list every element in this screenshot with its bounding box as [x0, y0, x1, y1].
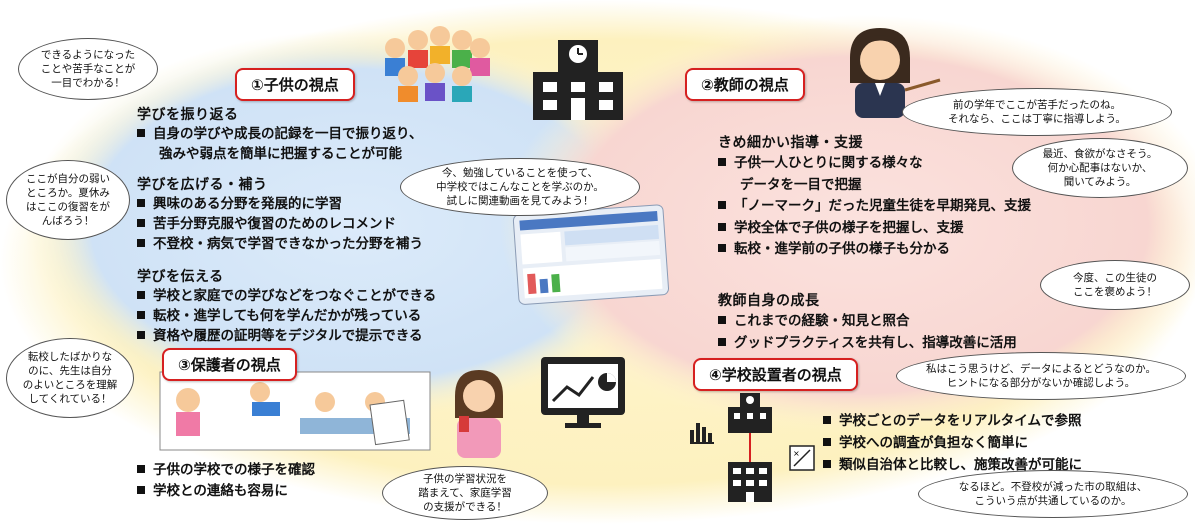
speech-bubble: 転校したばかりな のに、先生は自分 のよいところを理解 してくれている！: [6, 338, 134, 418]
speech-bubble: 私はこう思うけど、データによるとどうなのか。 ヒントになる部分がないか確認しよう…: [896, 352, 1186, 400]
teacher-view-title: ②教師の視点: [685, 68, 805, 101]
teacher-group-list: これまでの経験・知見と照合 グッドプラクティスを共有し、指導改善に活用: [718, 310, 1017, 354]
apartment-building-icon: [728, 462, 772, 502]
child-group-list: 興味のある分野を発展的に学習 苦手分野克服や復習のためのレコメンド 不登校・病気…: [137, 194, 423, 254]
list-item: 苦手分野克服や復習のためのレコメンド: [137, 214, 423, 234]
district-network-diagram: [690, 423, 714, 444]
list-item: 学校と家庭での学びなどをつなぐことができる: [137, 286, 436, 306]
speech-bubble: できるようになった ことや苦手なことが 一目でわかる！: [18, 38, 158, 100]
list-item: 学校との連絡も容易に: [137, 481, 315, 502]
list-item: グッドプラクティスを共有し、指導改善に活用: [718, 332, 1017, 354]
speech-bubble: 今、勉強していることを使って、 中学校ではこんなことを学ぶのか。 試しに関連動画…: [400, 158, 640, 216]
list-item: 学校への調査が負担なく簡単に: [823, 432, 1082, 454]
list-item: 「ノーマーク」だった児童生徒を早期発見、支援: [718, 196, 1031, 218]
list-item: 転校・進学しても何を学んだかが残っている: [137, 306, 436, 326]
child-view-title: ①子供の視点: [235, 68, 355, 101]
speech-bubble: 今度、この生徒の ここを褒めよう！: [1040, 260, 1190, 310]
child-group-list: 学校と家庭での学びなどをつなぐことができる 転校・進学しても何を学んだかが残って…: [137, 286, 436, 346]
speech-bubble: なるほど。不登校が減った市の取組は、 こういう点が共通しているのか。: [918, 470, 1188, 518]
speech-bubble: 前の学年でここが苦手だったのね。 それなら、ここは丁寧に指導しよう。: [902, 88, 1172, 136]
list-item: 興味のある分野を発展的に学習: [137, 194, 423, 214]
children-group-illustration: [385, 26, 490, 102]
school-building-icon: [533, 40, 623, 120]
list-item: 資格や履歴の証明等をデジタルで提示できる: [137, 326, 436, 346]
list-item: これまでの経験・知見と照合: [718, 310, 1017, 332]
speech-bubble: 子供の学習状況を 踏まえて、家庭学習 の支援ができる！: [382, 466, 548, 520]
teacher-illustration: [850, 28, 941, 118]
guardian-list: 子供の学校での様子を確認 学校との連絡も容易に: [137, 460, 315, 502]
speech-bubble: 最近、食欲がなさそう。 何か心配事はないか、 聞いてみよう。: [1012, 138, 1188, 198]
list-item: 学校全体で子供の様子を把握し、支援: [718, 218, 1031, 240]
child-group-heading: 学びを振り返る: [137, 107, 239, 123]
office-building-icon: [728, 393, 772, 433]
list-item: 子供の学校での様子を確認: [137, 460, 315, 481]
teacher-group-list: 子供一人ひとりに関する様々な データを一目で把握 「ノーマーク」だった児童生徒を…: [718, 153, 1031, 261]
worksheet-icon: [369, 399, 410, 446]
founder-view-title: ④学校設置者の視点: [693, 358, 858, 391]
list-item: 子供一人ひとりに関する様々な: [718, 153, 1031, 175]
founder-list: 学校ごとのデータをリアルタイムで参照 学校への調査が負担なく簡単に 類似自治体と…: [823, 410, 1082, 476]
list-item: 自身の学びや成長の記録を一目で振り返り、: [137, 124, 422, 144]
list-item: 不登校・病気で学習できなかった分野を補う: [137, 234, 423, 254]
child-group-list: 自身の学びや成長の記録を一目で振り返り、 強みや弱点を簡単に把握することが可能: [137, 124, 422, 164]
list-item: 学校ごとのデータをリアルタイムで参照: [823, 410, 1082, 432]
teacher-group-heading: きめ細かい指導・支援: [718, 135, 863, 151]
left-ellipse: [25, 30, 685, 420]
child-group-heading: 学びを伝える: [137, 269, 224, 285]
svg-text:×: ×: [793, 449, 800, 458]
child-group-heading: 学びを広げる・補う: [137, 177, 268, 193]
tablet-dashboard-illustration: [512, 204, 670, 305]
list-item: 強みや弱点を簡単に把握することが可能: [159, 146, 402, 162]
list-item: 転校・進学前の子供の様子も分かる: [718, 239, 1031, 261]
monitor-chart-icon: [541, 357, 625, 428]
teacher-group-heading: 教師自身の成長: [718, 293, 820, 309]
list-item: データを一目で把握: [740, 176, 862, 193]
speech-bubble: ここが自分の弱い ところか。夏休み はここの復習をが んばろう！: [6, 160, 130, 240]
guardian-view-title: ③保護者の視点: [162, 348, 297, 381]
comparison-icon: ×: [789, 445, 815, 471]
list-item: 類似自治体と比較し、施策改善が可能に: [823, 454, 1082, 476]
parent-illustration: [455, 370, 503, 458]
